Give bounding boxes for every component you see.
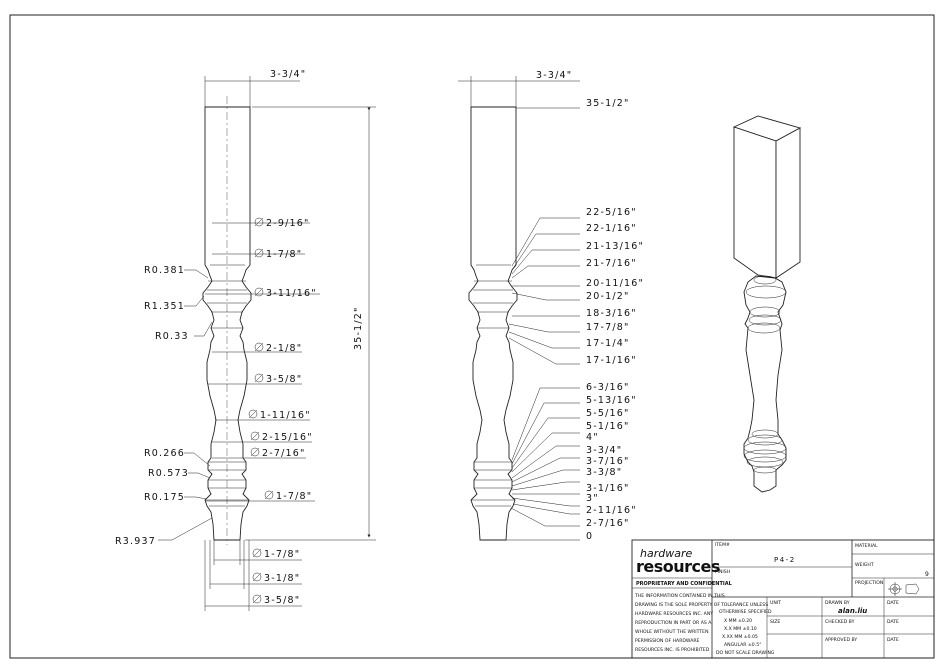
front-view: 3-3/4" 35-1/2" 2-9/16" 1-7/8" 3-11/16" 2 xyxy=(115,69,376,611)
side-height-15: 5-1/16" xyxy=(586,421,630,432)
front-diameter-3: 3-11/16" xyxy=(266,288,317,299)
front-diameter-2: 1-7/8" xyxy=(266,249,302,260)
size-label: SIZE xyxy=(770,619,780,625)
side-height-23: 2-7/16" xyxy=(586,518,630,529)
proprietary-line-4: REPRODUCTION IN PART OR AS A xyxy=(635,620,712,626)
tolerance-line-6: ANGULAR ±0.5° xyxy=(724,642,761,648)
side-height-4: 21-13/16" xyxy=(586,241,644,252)
unit-label: UNIT xyxy=(770,600,781,606)
side-height-leaders xyxy=(506,217,580,541)
side-height-12: 6-3/16" xyxy=(586,382,630,393)
title-block: hardware resources PROPRIETARY AND CONFI… xyxy=(631,539,935,659)
front-diameter-9: 1-7/8" xyxy=(276,491,312,502)
side-height-3: 22-1/16" xyxy=(586,223,637,234)
front-diameter-4: 2-1/8" xyxy=(266,343,302,354)
side-height-20: 3-1/16" xyxy=(586,483,630,494)
side-height-19: 3-3/8" xyxy=(586,467,622,478)
finish-label: FINISH xyxy=(715,569,730,575)
tolerance-line-3: X MM ±0.20 xyxy=(724,618,752,624)
side-height-2: 22-5/16" xyxy=(586,207,637,218)
tolerance-line-1: TOLERANCE UNLESS xyxy=(720,602,768,608)
weight-value: 9 xyxy=(925,571,929,578)
front-radius-4: R0.266 xyxy=(144,448,185,459)
front-radius-7: R3.937 xyxy=(115,536,156,547)
proprietary-line-2: DRAWING IS THE SOLE PROPERTY OF xyxy=(635,602,720,608)
side-height-6: 20-11/16" xyxy=(586,278,644,289)
side-height-9: 17-7/8" xyxy=(586,322,630,333)
tolerance-line-2: OTHERWISE SPECIFIED xyxy=(719,609,772,615)
diameter-symbols xyxy=(248,217,274,604)
projection-label: PROJECTION xyxy=(855,580,883,586)
front-bottom-diameter-1: 1-7/8" xyxy=(264,549,300,560)
side-height-11: 17-1/16" xyxy=(586,355,637,366)
side-view-profile xyxy=(468,106,518,541)
front-radius-3: R0.33 xyxy=(155,331,189,342)
side-height-18: 3-7/16" xyxy=(586,456,630,467)
front-detail-lines xyxy=(205,264,249,507)
front-diameter-7: 2-15/16" xyxy=(262,432,313,443)
side-height-13: 5-13/16" xyxy=(586,395,637,406)
tolerance-line-7: DO NOT SCALE DRAWING xyxy=(716,650,775,656)
side-height-1: 35-1/2" xyxy=(586,98,630,109)
material-label: MATERIAL xyxy=(855,543,878,549)
side-detail-lines xyxy=(471,264,515,507)
isometric-view xyxy=(732,115,802,493)
side-height-21: 3" xyxy=(586,493,599,504)
side-top-width: 3-3/4" xyxy=(536,70,572,81)
sheet-border xyxy=(9,14,935,659)
side-view: 3-3/4" 35- xyxy=(458,70,644,542)
logo-resources: resources xyxy=(636,557,720,576)
tolerance-line-4: X.X MM ±0.10 xyxy=(724,626,757,632)
side-height-5: 21-7/16" xyxy=(586,258,637,269)
front-radius-1: R0.381 xyxy=(144,265,185,276)
drawn-by-label: DRAWN BY xyxy=(825,600,850,606)
approved-by-label: APPROVED BY xyxy=(825,637,857,643)
side-height-8: 18-3/16" xyxy=(586,308,637,319)
front-diameter-6: 1-11/16" xyxy=(260,410,311,421)
front-radius-leaders xyxy=(158,269,213,541)
side-height-17: 3-3/4" xyxy=(586,445,622,456)
proprietary-line-6: PERMISSION OF HARDWARE xyxy=(635,638,700,644)
date-label-3: DATE xyxy=(887,637,899,643)
front-diameter-5: 3-5/8" xyxy=(266,374,302,385)
front-overall-height: 35-1/2" xyxy=(353,306,364,350)
proprietary-line-5: WHOLE WITHOUT THE WRITTEN xyxy=(635,629,709,635)
side-height-16: 4" xyxy=(586,432,599,443)
checked-by-label: CHECKED BY xyxy=(825,619,855,625)
weight-label: WEIGHT xyxy=(855,562,874,568)
front-bottom-diameter-3: 3-5/8" xyxy=(264,595,300,606)
side-height-10: 17-1/4" xyxy=(586,338,630,349)
projection-icon xyxy=(888,582,920,596)
tolerance-line-5: X.XX MM ±0.05 xyxy=(722,634,758,640)
proprietary-line-3: HARDWARE RESOURCES INC. ANY xyxy=(635,611,713,617)
front-radius-6: R0.175 xyxy=(144,492,185,503)
proprietary-line-1: THE INFORMATION CONTAINED IN THIS xyxy=(634,593,725,599)
side-height-7: 20-1/2" xyxy=(586,291,630,302)
side-height-22: 2-11/16" xyxy=(586,505,637,516)
date-label-1: DATE xyxy=(887,600,899,606)
front-radius-5: R0.573 xyxy=(148,468,189,479)
proprietary-title: PROPRIETARY AND CONFIDENTIAL xyxy=(636,581,733,587)
drawn-by-value: alan.liu xyxy=(838,607,867,615)
date-label-2: DATE xyxy=(887,619,899,625)
front-radius-2: R1.351 xyxy=(144,301,185,312)
side-height-24: 0 xyxy=(586,531,593,542)
item-value: P4-2 xyxy=(774,556,796,564)
front-diameter-8: 2-7/16" xyxy=(262,448,306,459)
front-diameter-1: 2-9/16" xyxy=(266,218,310,229)
front-diameter-leaders xyxy=(204,222,320,611)
front-top-width: 3-3/4" xyxy=(270,69,306,80)
item-label: ITEM# xyxy=(715,542,730,548)
side-height-14: 5-5/16" xyxy=(586,408,630,419)
front-bottom-diameter-2: 3-1/8" xyxy=(264,573,300,584)
proprietary-line-7: RESOURCES INC. IS PROHIBITED xyxy=(635,647,710,653)
logo-hardware: hardware xyxy=(640,547,692,560)
